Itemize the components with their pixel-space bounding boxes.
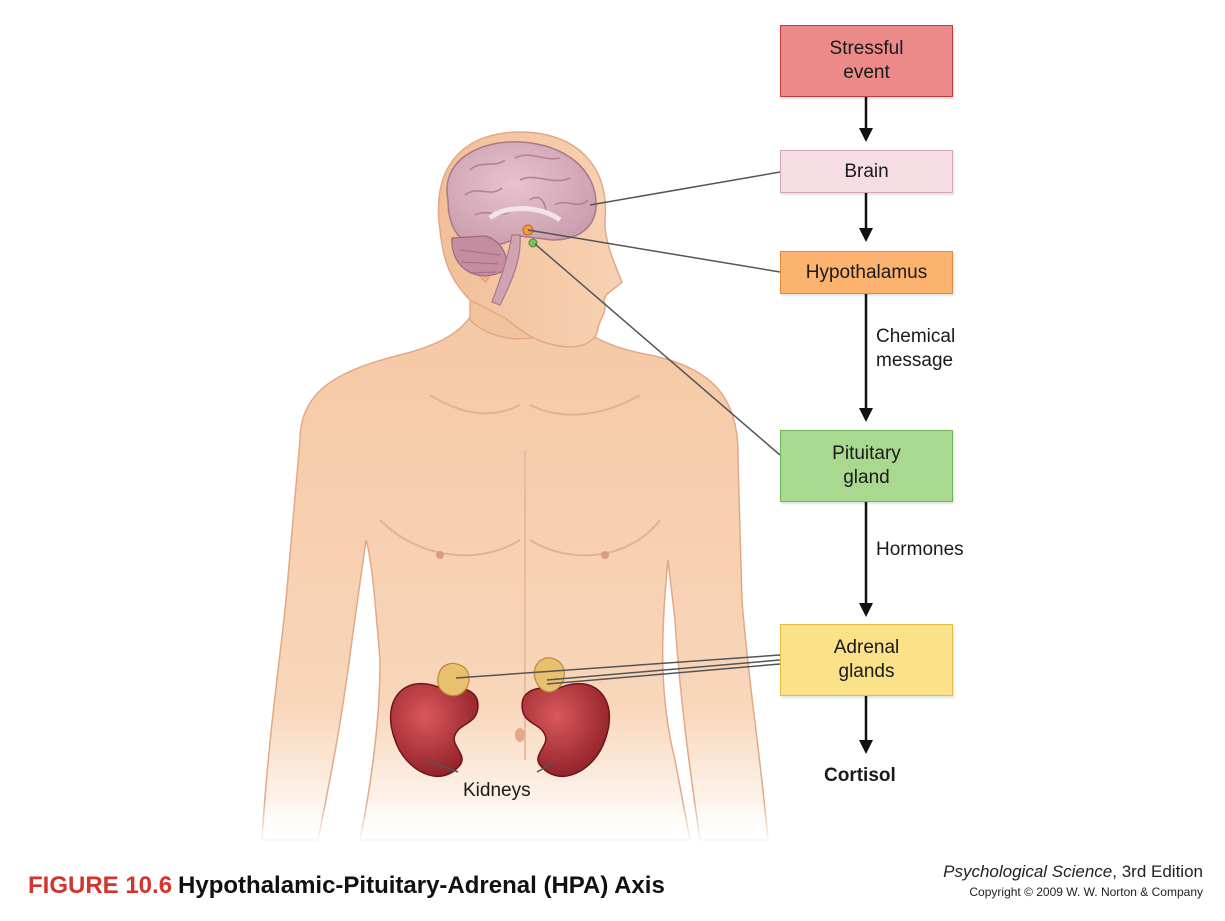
flow-arrows bbox=[859, 97, 873, 754]
stressful-event-box: Stressful event bbox=[780, 25, 953, 97]
copyright-text: Copyright © 2009 W. W. Norton & Company bbox=[969, 885, 1203, 899]
book-title: Psychological Science bbox=[943, 862, 1113, 881]
kidneys-label: Kidneys bbox=[463, 780, 531, 801]
figure-title: Hypothalamic-Pituitary-Adrenal (HPA) Axi… bbox=[178, 872, 665, 899]
figure-number: FIGURE 10.6 bbox=[28, 872, 173, 899]
kidneys-illustration bbox=[389, 657, 611, 777]
book-edition: , 3rd Edition bbox=[1112, 862, 1203, 881]
cortisol-label: Cortisol bbox=[824, 765, 896, 786]
hypothalamus-box: Hypothalamus bbox=[780, 251, 953, 294]
torso bbox=[261, 299, 769, 841]
pituitary-marker bbox=[528, 238, 538, 248]
brain-illustration bbox=[446, 141, 597, 306]
pituitary-gland-box: Pituitary gland bbox=[780, 430, 953, 502]
book-credit: Psychological Science, 3rd Edition bbox=[943, 862, 1203, 882]
brain-box: Brain bbox=[780, 150, 953, 193]
leader-lines bbox=[424, 171, 781, 773]
adrenal-gland-right bbox=[533, 657, 565, 693]
adrenal-gland-left bbox=[437, 662, 470, 697]
adrenal-glands-box: Adrenal glands bbox=[780, 624, 953, 696]
credit-block: Psychological Science, 3rd Edition Copyr… bbox=[943, 862, 1203, 899]
chemical-message-label: Chemical message bbox=[876, 326, 956, 371]
hormones-label: Hormones bbox=[876, 539, 964, 560]
